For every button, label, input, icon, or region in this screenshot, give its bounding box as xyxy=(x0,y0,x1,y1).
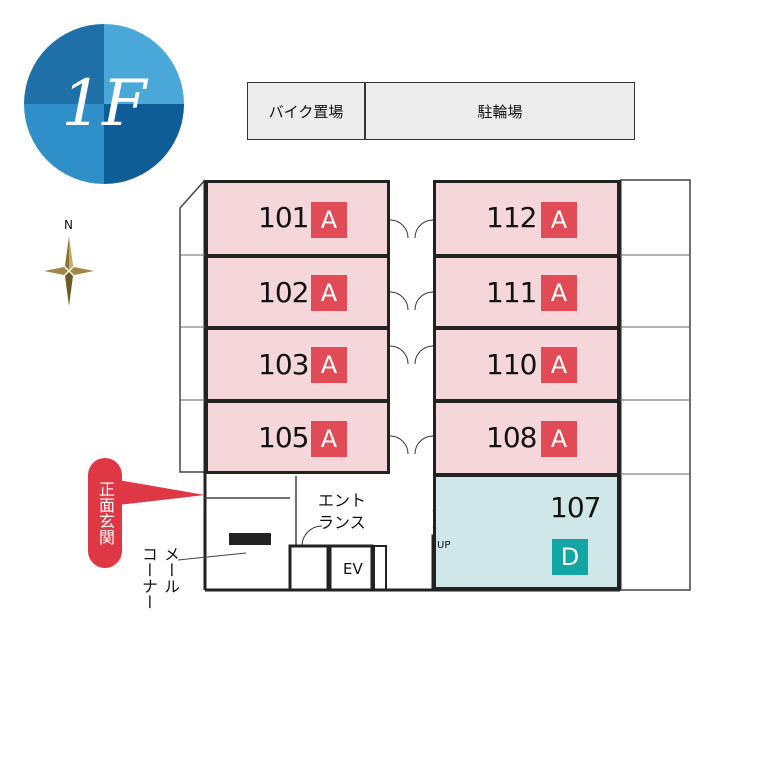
parking-divider xyxy=(364,83,366,139)
room-108[interactable]: 108 A xyxy=(433,400,620,476)
room-number: 112 xyxy=(486,201,537,234)
room-number: 101 xyxy=(258,201,309,234)
room-110[interactable]: 110 A xyxy=(433,327,620,402)
room-105[interactable]: 105 A xyxy=(205,400,390,474)
room-111[interactable]: 111 A xyxy=(433,255,620,329)
badge-quadrant xyxy=(24,104,104,184)
bicycle-parking-label: 駐輪場 xyxy=(477,102,523,121)
mail-corner-label-col2: コーナー xyxy=(139,546,158,610)
bike-parking-label: バイク置場 xyxy=(268,102,344,121)
room-107[interactable]: 107 D xyxy=(433,474,620,590)
room-number: 105 xyxy=(258,421,309,454)
room-type-badge: A xyxy=(541,421,577,457)
room-number: 107 xyxy=(550,491,601,524)
badge-quadrant xyxy=(104,104,184,184)
room-112[interactable]: 112 A xyxy=(433,180,620,257)
room-number: 102 xyxy=(258,276,309,309)
room-101[interactable]: 101 A xyxy=(205,180,390,257)
entrance-label-line2: ランス xyxy=(318,513,366,532)
room-type-badge: A xyxy=(541,275,577,311)
ev-label: EV xyxy=(343,560,363,578)
room-number: 103 xyxy=(258,348,309,381)
room-103[interactable]: 103 A xyxy=(205,327,390,402)
floor-label: 1F xyxy=(61,67,147,141)
room-number: 110 xyxy=(486,348,537,381)
floor-badge: 1F xyxy=(24,24,184,184)
parking-area: バイク置場 駐輪場 xyxy=(247,82,635,140)
main-entrance-tag: 正面玄関 xyxy=(88,458,122,568)
entrance-label-line1: エント xyxy=(318,491,367,510)
room-102[interactable]: 102 A xyxy=(205,255,390,329)
room-type-badge: A xyxy=(311,421,347,457)
room-type-badge: A xyxy=(311,275,347,311)
badge-quadrant xyxy=(104,24,184,104)
mail-corner-label-col1: メール xyxy=(161,546,180,594)
up-label: UP xyxy=(437,540,451,551)
room-type-badge: A xyxy=(311,347,347,383)
room-type-badge: A xyxy=(541,347,577,383)
room-type-badge: A xyxy=(311,202,347,238)
compass-north-label: N xyxy=(64,218,73,232)
compass-icon xyxy=(44,236,94,306)
room-number: 108 xyxy=(486,421,537,454)
room-type-badge: A xyxy=(541,202,577,238)
room-type-badge: D xyxy=(552,539,588,575)
room-number: 111 xyxy=(486,276,537,309)
badge-quadrant xyxy=(24,24,104,104)
